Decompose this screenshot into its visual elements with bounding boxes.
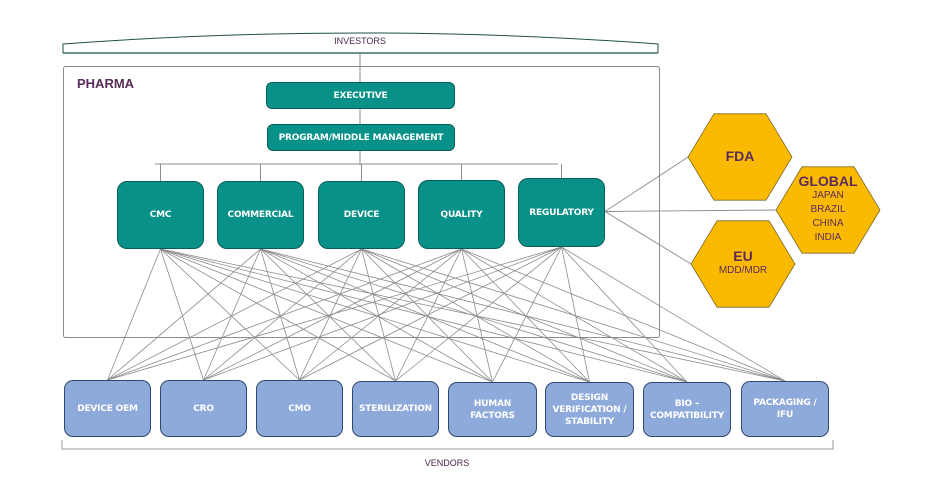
investors-label: INVESTORS [334,36,386,46]
regulatory-eu-link [604,211,692,265]
vendor-sterilization[interactable]: STERILIZATION [352,381,439,437]
hexagon-global[interactable] [775,166,881,254]
vendor-cmo[interactable]: CMO [256,380,343,437]
department-vendor-link [492,246,562,383]
department-vendor-link [203,248,362,381]
department-vendor-link [160,248,396,382]
hexagon-fda[interactable] [687,113,793,201]
vendor-cro[interactable]: CRO [160,380,247,437]
hexagon-subtitle: CHINA [812,218,844,229]
pharma-label: PHARMA [77,76,135,91]
department-vendor-link [461,248,590,383]
executive-box[interactable]: EXECUTIVE [266,82,455,109]
department-commercial[interactable]: COMMERCIAL [217,181,304,249]
vendor-packaging-ifu[interactable]: PACKAGING / IFU [741,381,829,437]
hexagon-subtitle: BRAZIL [810,204,846,215]
vendors-label: VENDORS [424,458,470,468]
department-vendor-link [260,248,688,383]
department-vendor-link [395,248,462,382]
department-vendor-link [395,246,562,382]
vendor-bio-compatibility[interactable]: BIO – COMPATIBILITY [643,382,731,437]
department-vendor-link [107,248,161,381]
hexagon-title: EU [733,248,753,264]
vendors-bracket [61,440,834,450]
vendor-human-factors[interactable]: HUMAN FACTORS [448,382,537,437]
pharma-box [63,66,660,338]
hexagon-subtitle: INDIA [814,232,842,243]
regulatory-fda-link [604,156,689,212]
department-vendor-link [107,248,362,381]
regulatory-global-link [604,209,777,212]
hexagon-title: GLOBAL [798,173,858,189]
hexagon-subtitle: JAPAN [812,190,844,201]
department-vendor-link [361,248,688,383]
department-cmc[interactable]: CMC [117,181,204,249]
hexagon-fda-label: FDA [695,148,785,164]
department-vendor-link [107,248,462,381]
department-vendor-link [160,248,688,383]
department-vendor-link [561,246,786,382]
department-vendor-link [203,246,562,381]
department-quality[interactable]: QUALITY [418,180,505,249]
hexagon-title: FDA [725,148,755,164]
investors-banner-outline [62,32,659,53]
department-vendor-link [561,246,590,383]
department-vendor-link [160,248,204,381]
department-vendor-link [561,246,688,383]
department-vendor-link [461,248,786,382]
department-vendor-link [203,248,261,381]
department-device[interactable]: DEVICE [318,181,405,249]
department-vendor-link [260,248,590,383]
department-regulatory[interactable]: REGULATORY [518,178,605,247]
middle-management-box[interactable]: PROGRAM/MIDDLE MANAGEMENT [267,124,455,151]
vendor-device-oem[interactable]: DEVICE OEM [64,380,151,437]
department-vendor-link [299,246,562,381]
department-vendor-link [160,248,300,381]
department-vendor-link [107,248,261,381]
department-vendor-link [107,246,562,381]
vendor-design-verification-stability[interactable]: DESIGN VERIFICATION / STABILITY [545,382,634,437]
hexagon-eu[interactable] [690,220,796,308]
department-vendor-link [361,248,590,383]
department-vendor-link [160,248,590,383]
department-vendor-link [461,248,688,383]
hexagon-subtitle: MDD/MDR [718,265,768,276]
department-vendor-link [260,248,300,381]
